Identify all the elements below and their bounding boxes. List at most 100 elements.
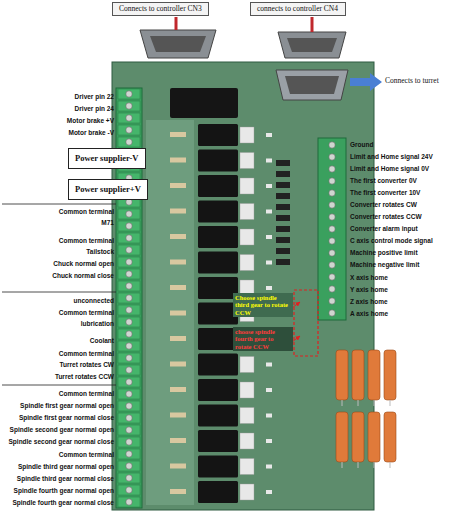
terminal-cell: [118, 125, 140, 135]
turret-label: Connects to turret: [385, 77, 439, 85]
resistor: [170, 158, 186, 163]
annotation-note: choose spindle fourth gear to rotate CCW: [233, 327, 293, 351]
pcb-board: [112, 62, 374, 510]
terminal-cell: [118, 401, 140, 411]
relay: [198, 150, 238, 172]
led: [266, 465, 272, 469]
terminal-cell: [118, 293, 140, 303]
terminal-screw: [126, 487, 132, 493]
terminal-cell: [118, 389, 140, 399]
terminal-label: Machine negative limit: [350, 262, 419, 269]
terminal-cell: [118, 89, 140, 99]
terminal-screw: [126, 331, 132, 337]
terminal-screw: [126, 319, 132, 325]
terminal-screw: [126, 139, 132, 145]
led: [266, 210, 272, 214]
capacitor-lead: [374, 400, 375, 406]
capacitor: [368, 350, 380, 400]
terminal-screw: [329, 142, 335, 148]
ic-chip: [276, 182, 290, 188]
capacitor: [384, 412, 396, 462]
led: [266, 414, 272, 418]
relay: [198, 226, 238, 248]
relay: [198, 328, 238, 350]
relay: [198, 456, 238, 478]
terminal-cell: [118, 377, 140, 387]
box-text: connects to controller CN4: [257, 5, 339, 13]
relay-sticker: [240, 382, 254, 398]
terminal-screw: [126, 451, 132, 457]
terminal-cell: [118, 473, 140, 483]
terminal-label: Coolant: [90, 338, 114, 345]
resistor: [170, 464, 186, 469]
terminal-cell: [118, 257, 140, 267]
terminal-label: Driver pin 22: [75, 94, 114, 101]
relay-sticker: [240, 459, 254, 475]
terminal-screw: [329, 286, 335, 292]
terminal-screw: [329, 250, 335, 256]
terminal-label: Converter rotates CCW: [350, 214, 422, 221]
terminal-screw: [329, 166, 335, 172]
terminal-label: Common terminal: [59, 238, 114, 245]
led: [266, 490, 272, 494]
terminal-label: The first converter 0V: [350, 178, 417, 185]
led: [266, 388, 272, 392]
terminal-screw: [126, 475, 132, 481]
terminal-label: Ground: [350, 142, 373, 149]
terminal-screw: [126, 415, 132, 421]
capacitor: [336, 412, 348, 462]
terminal-label: Limit and Home signal 0V: [350, 166, 429, 173]
terminal-label: unconnected: [74, 298, 114, 305]
db-connector-cn4: [278, 32, 346, 58]
terminal-label: Converter rotates CW: [350, 202, 417, 209]
resistor: [170, 489, 186, 494]
led: [266, 286, 272, 290]
relay-sticker: [240, 484, 254, 500]
relay-sticker: [240, 357, 254, 373]
terminal-cell: [118, 305, 140, 315]
terminal-screw: [126, 463, 132, 469]
terminal-label: Common terminal: [59, 351, 114, 358]
terminal-label: Limit and Home signal 24V: [350, 154, 433, 161]
callout-arrow: [292, 336, 300, 342]
capacitor-lead: [358, 400, 359, 406]
terminal-screw: [329, 310, 335, 316]
db-connector-cn4-socket: [287, 38, 337, 52]
terminal-cell: [118, 281, 140, 291]
terminal-screw: [329, 238, 335, 244]
terminal-screw: [126, 247, 132, 253]
terminal-cell: [118, 353, 140, 363]
terminal-screw: [126, 295, 132, 301]
terminal-label: Turret rotates CW: [60, 362, 114, 369]
terminal-label: Spindle fourth gear normal close: [13, 500, 115, 507]
terminal-screw: [126, 355, 132, 361]
capacitor-lead: [390, 400, 391, 406]
relay: [198, 481, 238, 503]
resistor: [170, 209, 186, 214]
terminal-label: Y axis home: [350, 287, 388, 294]
relay-sticker: [240, 229, 254, 245]
terminal-screw: [329, 214, 335, 220]
capacitor: [384, 350, 396, 400]
turret-arrow: [350, 73, 382, 91]
ic-chip: [276, 171, 290, 177]
terminal-screw: [329, 262, 335, 268]
terminal-label: Motor brake +V: [67, 118, 114, 125]
terminal-cell: [118, 485, 140, 495]
terminal-cell: [118, 497, 140, 507]
terminal-screw: [126, 439, 132, 445]
terminal-label: Spindle first gear normal open: [20, 403, 114, 410]
separator-line: [2, 385, 116, 386]
relay: [198, 379, 238, 401]
box-text: Power supplier+V: [75, 185, 141, 194]
terminal-screw: [126, 271, 132, 277]
terminal-screw: [329, 226, 335, 232]
ic-chip: [276, 248, 290, 254]
terminal-screw: [126, 427, 132, 433]
terminal-screw: [126, 403, 132, 409]
terminal-screw: [126, 283, 132, 289]
db-connector-turret-socket: [285, 76, 339, 94]
terminal-label: Converter alarm input: [350, 226, 418, 233]
terminal-label: M71: [101, 220, 114, 227]
